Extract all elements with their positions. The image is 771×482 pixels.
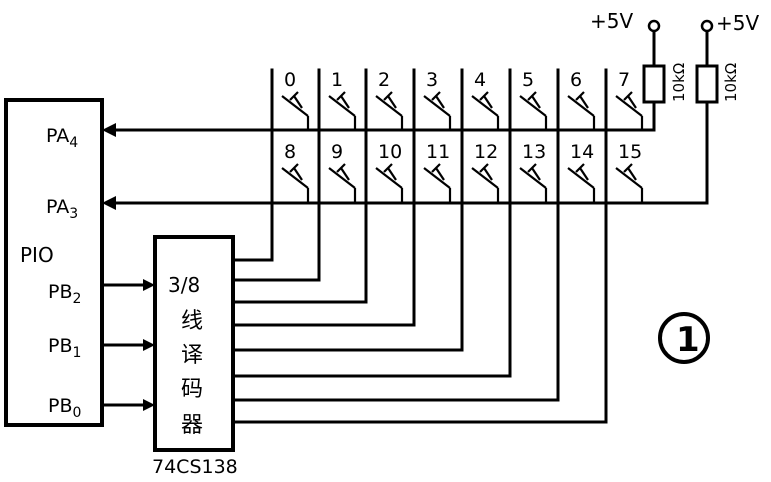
decoder-part-number: 74CS138 [152, 456, 238, 478]
supply-left-terminal [647, 19, 661, 33]
supply-right-label: +5V [716, 11, 759, 35]
key-15-contact [615, 167, 643, 189]
key-1-stem [340, 95, 350, 109]
key-matrix: 0 8 1 9 2 10 3 11 4 12 5 13 6 14 7 15 [231, 68, 644, 424]
supply-right-terminal [700, 19, 714, 33]
key-13-stem [531, 167, 541, 181]
supply-left-label: +5V [590, 9, 633, 33]
resistor-right [695, 64, 719, 104]
key-7-stem [627, 95, 637, 109]
key-9-stem [340, 167, 350, 181]
figure-number: 1 [676, 320, 700, 360]
resistor-right-value: 10kΩ [722, 63, 740, 102]
pio-title: PIO [20, 243, 54, 267]
key-label-12: 12 [474, 141, 498, 163]
pio-pb1-label: PB1 [48, 335, 81, 361]
key-15-stem [627, 167, 637, 181]
decoder-line1: 3/8 [168, 273, 200, 297]
key-2-contact [375, 95, 403, 117]
key-12-stem [483, 167, 493, 181]
key-label-10: 10 [378, 141, 402, 163]
pb2-arrow [143, 279, 155, 291]
key-label-5: 5 [522, 69, 534, 91]
key-2-stem [387, 95, 397, 109]
key-label-1: 1 [331, 69, 343, 91]
key-label-0: 0 [284, 69, 296, 91]
pa4-arrow [102, 123, 116, 137]
key-0-stem [293, 95, 303, 109]
key-13-contact [519, 167, 547, 189]
pb0-arrow [143, 399, 155, 411]
pa3-arrow [102, 196, 116, 210]
key-label-13: 13 [522, 141, 546, 163]
key-label-11: 11 [426, 141, 450, 163]
pio-pb2-label: PB2 [48, 281, 81, 307]
key-12-contact [471, 167, 499, 189]
pio-pa4-label: PA4 [46, 125, 78, 151]
key-label-15: 15 [618, 141, 642, 163]
key-4-contact [471, 95, 499, 117]
key-10-contact [375, 167, 403, 189]
key-11-contact [423, 167, 451, 189]
key-label-9: 9 [331, 141, 343, 163]
pb1-arrow [143, 339, 155, 351]
decoder-line2: 线 [181, 309, 203, 334]
key-6-contact [567, 95, 595, 117]
key-label-8: 8 [284, 141, 296, 163]
decoder-line5: 器 [181, 413, 203, 438]
key-8-contact [281, 167, 309, 189]
key-label-14: 14 [570, 141, 594, 163]
key-14-contact [567, 167, 595, 189]
resistor-left [642, 64, 666, 104]
key-5-contact [519, 95, 547, 117]
key-1-contact [328, 95, 356, 117]
key-label-4: 4 [474, 69, 486, 91]
key-3-stem [435, 95, 445, 109]
pio-chip [4, 98, 104, 427]
key-14-stem [579, 167, 589, 181]
decoder-line3: 译 [181, 343, 203, 368]
key-4-stem [483, 95, 493, 109]
key-label-7: 7 [618, 69, 630, 91]
resistor-left-value: 10kΩ [670, 63, 688, 102]
key-6-stem [579, 95, 589, 109]
figure-number-circle [658, 312, 710, 364]
key-label-2: 2 [378, 69, 390, 91]
key-label-3: 3 [426, 69, 438, 91]
key-0-contact [281, 95, 309, 117]
key-10-stem [387, 167, 397, 181]
key-11-stem [435, 167, 445, 181]
key-9-contact [328, 167, 356, 189]
key-5-stem [531, 95, 541, 109]
decoder-line4: 码 [181, 377, 203, 402]
key-7-contact [615, 95, 643, 117]
pio-pa3-label: PA3 [46, 196, 78, 222]
key-label-6: 6 [570, 69, 582, 91]
pio-pb0-label: PB0 [48, 395, 81, 421]
decoder-chip [153, 235, 235, 452]
key-3-contact [423, 95, 451, 117]
key-8-stem [293, 167, 303, 181]
